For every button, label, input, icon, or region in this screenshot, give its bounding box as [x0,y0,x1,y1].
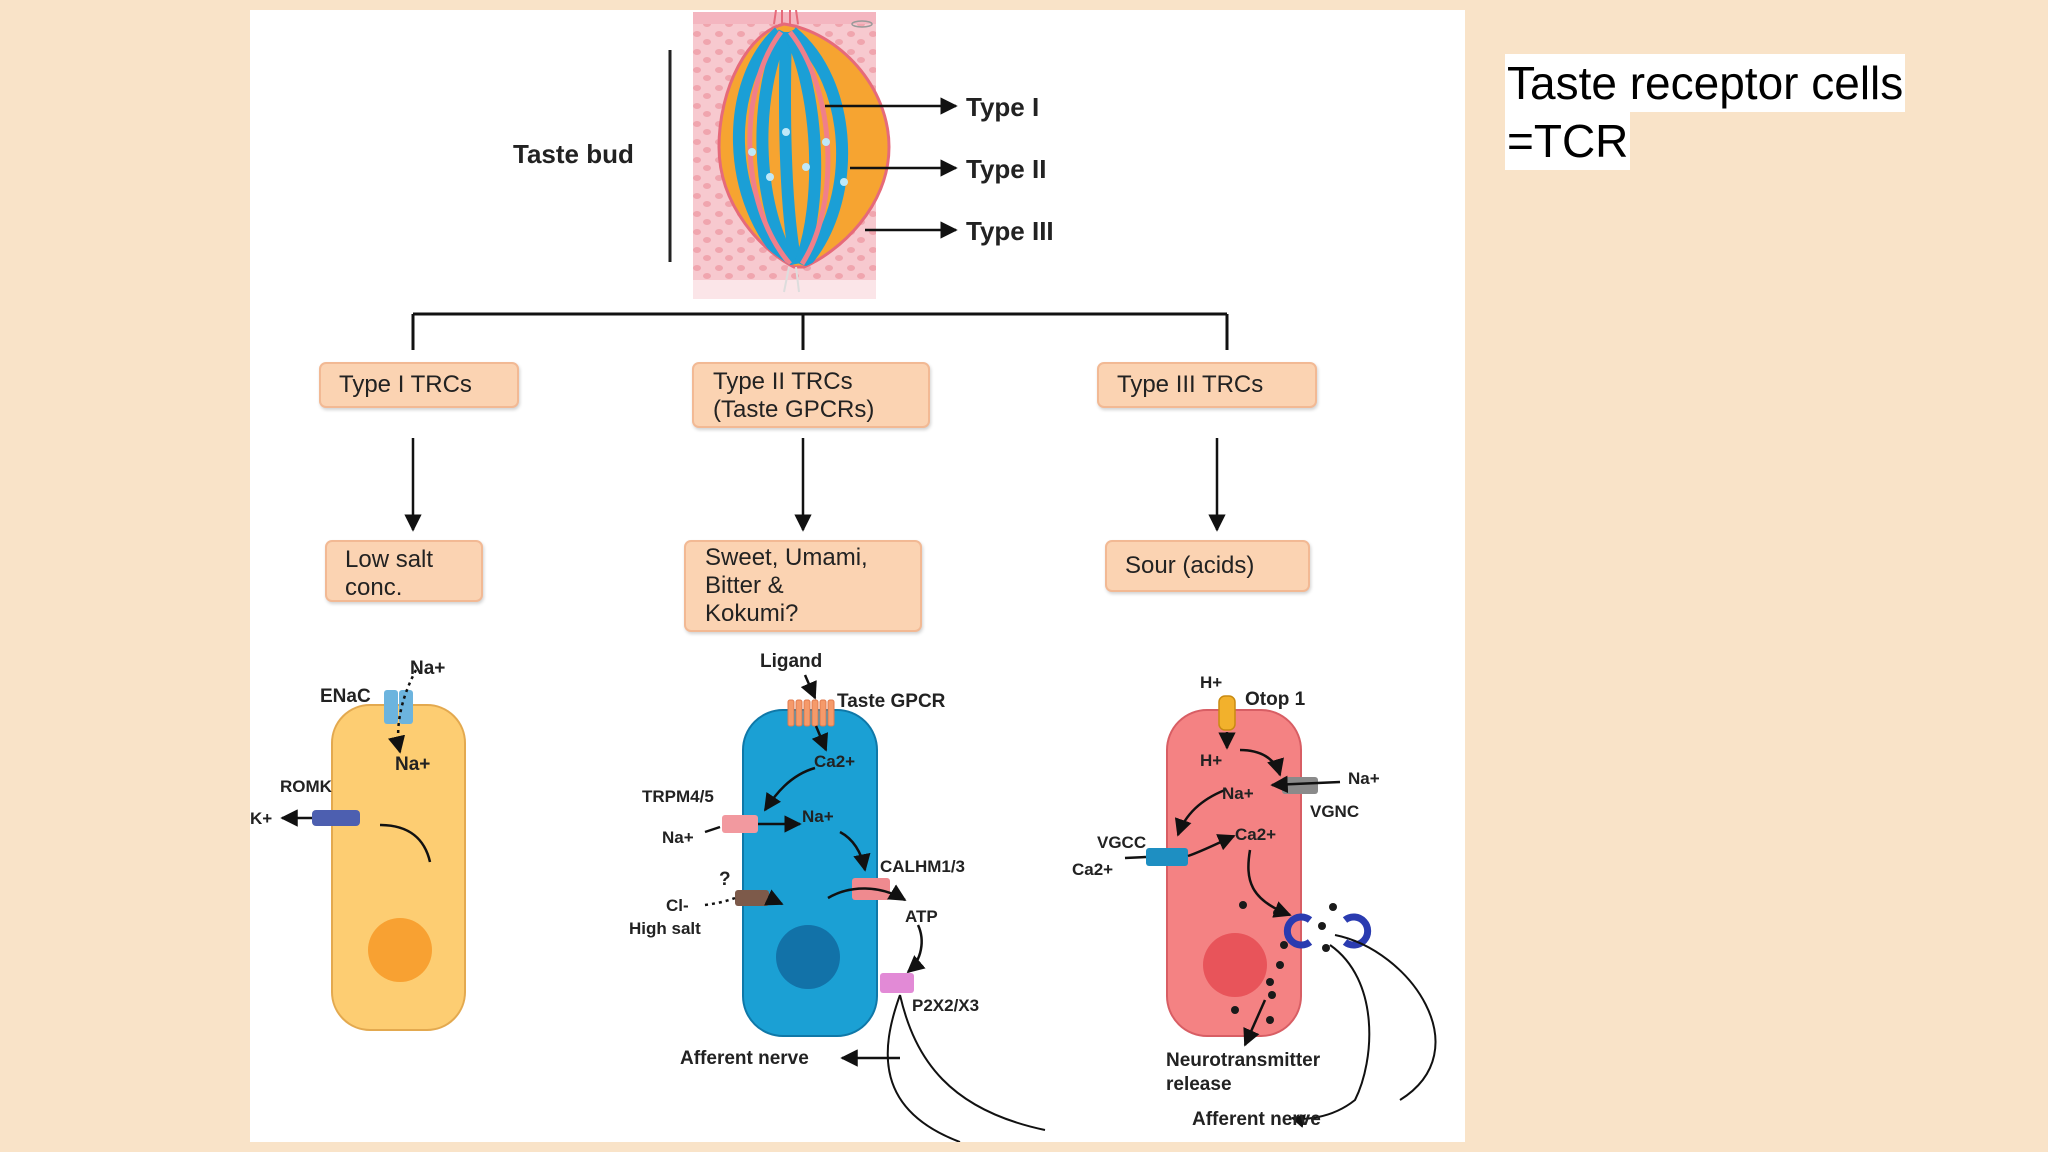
calhm-label: CALHM1/3 [880,857,965,876]
type2-trcs-label-line1: Type II TRCs [713,368,853,395]
vgcc-label: VGCC [1097,833,1146,852]
slide-title-line1: Taste receptor cells [1505,54,1906,112]
question-mark: ? [719,869,731,890]
afferent-nerve-label-3: Afferent nerve [1192,1109,1321,1130]
tree-connector [411,312,1229,350]
type3-trcs-box: Type III TRCs [1097,362,1317,408]
high-salt-label: High salt [629,919,701,938]
type2-cell-diagram [704,674,1046,1142]
otop-label: Otop 1 [1245,689,1306,710]
h-out-label: H+ [1200,673,1222,692]
na-out-label-3: Na+ [1348,769,1380,788]
na-in-label-2: Na+ [802,807,834,826]
sweet-umami-line1: Sweet, Umami, [705,544,868,571]
vgnc-label: VGNC [1310,802,1359,821]
type1-cell-diagram [280,669,466,1031]
h-in-label: H+ [1200,751,1222,770]
sweet-umami-box: Sweet, Umami, Bitter & Kokumi? [684,540,922,632]
type1-trcs-label: Type I TRCs [339,371,472,398]
low-salt-line1: Low salt [345,546,434,573]
type3-trcs-label: Type III TRCs [1117,371,1264,398]
na-out-label-2: Na+ [662,828,694,847]
low-salt-box: Low salt conc. [325,540,483,602]
type1-trcs-box: Type I TRCs [319,362,519,408]
trpm-label: TRPM4/5 [642,787,714,806]
cl-label: Cl- [666,896,689,915]
sweet-umami-line3: Kokumi? [705,600,799,627]
taste-receptor-diagram: Taste bud Type I Type II Type III ENaC N… [250,10,1437,1142]
na-in-label-3: Na+ [1222,784,1254,803]
type-i-label: Type I [966,92,1039,122]
atp-label: ATP [905,907,938,926]
slide-title: Taste receptor cells =TCR [1505,54,1906,170]
type-ii-label: Type II [966,154,1046,184]
low-salt-line2: conc. [345,574,403,601]
figure-panel: Taste bud Type I Type II Type III ENaC N… [250,10,1465,1142]
k-label: K+ [250,809,272,828]
na-out-label-1: Na+ [410,658,445,679]
sour-acids-box: Sour (acids) [1105,540,1310,592]
taste-bud-illustration [668,10,891,299]
romk-label: ROMK [280,777,333,796]
type2-trcs-label-line2: (Taste GPCRs) [713,396,875,423]
afferent-nerve-label-2: Afferent nerve [680,1048,809,1069]
ca-label-2: Ca2+ [814,752,855,771]
ligand-label: Ligand [760,651,822,672]
enac-label: ENaC [320,686,371,707]
neurotransmitter-label: Neurotransmitter [1166,1050,1321,1071]
type2-trcs-box: Type II TRCs (Taste GPCRs) [692,362,930,428]
na-in-label-1: Na+ [395,754,430,775]
ca-out-label-3: Ca2+ [1072,860,1113,879]
sour-acids-label: Sour (acids) [1125,552,1255,579]
taste-bud-label: Taste bud [513,139,634,169]
type-iii-label: Type III [966,216,1054,246]
sweet-umami-line2: Bitter & [705,572,784,599]
slide-title-line2: =TCR [1505,112,1631,170]
release-label: release [1166,1074,1232,1095]
type3-cell-diagram [1124,695,1437,1128]
ca-in-label-3: Ca2+ [1235,825,1276,844]
gpcr-label: Taste GPCR [837,691,946,712]
p2x-label: P2X2/X3 [912,996,979,1015]
